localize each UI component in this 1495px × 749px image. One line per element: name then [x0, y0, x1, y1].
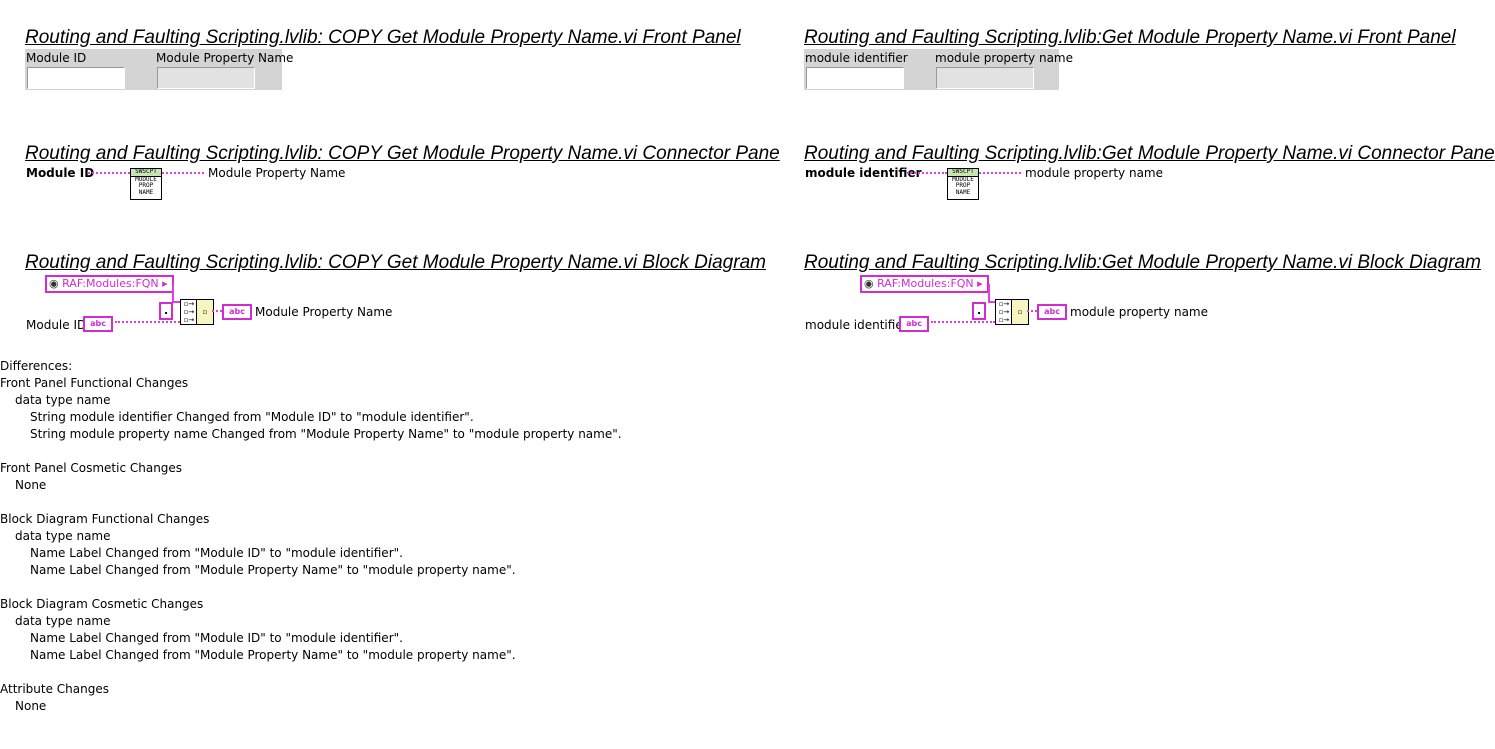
right-dot-constant: .	[972, 302, 987, 320]
differences-list: Differences: Front Panel Functional Chan…	[0, 358, 760, 715]
diff-line: Block Diagram Cosmetic Changes	[0, 597, 204, 611]
diff-line: None	[15, 478, 47, 492]
right-output-indicator: abc	[1037, 304, 1067, 320]
diff-line: data type name	[15, 529, 111, 543]
left-cp-output-wire	[162, 172, 204, 174]
diff-line: Differences:	[0, 359, 73, 373]
diff-line	[0, 494, 760, 511]
diff-line: Name Label Changed from "Module ID" to "…	[30, 546, 403, 560]
left-dot-constant: .	[159, 302, 174, 320]
right-cp-output-label: module property name	[1025, 166, 1163, 180]
right-cp-input-label: module identifier	[805, 166, 922, 180]
right-fp-output-label: module property name	[935, 51, 1073, 65]
left-bd-output-label: Module Property Name	[255, 305, 393, 319]
left-fqn-constant: ◉ RAF:Modules:FQN ▸	[45, 275, 174, 293]
diff-line: Attribute Changes	[0, 682, 109, 696]
right-fqn-constant: ◉ RAF:Modules:FQN ▸	[860, 275, 989, 293]
left-fp-output-label: Module Property Name	[156, 51, 294, 65]
right-fp-input-label: module identifier	[805, 51, 908, 65]
diff-line: Front Panel Functional Changes	[0, 376, 189, 390]
right-front-panel: module identifier module property name	[804, 49, 1073, 90]
right-connector-pane-title: Routing and Faulting Scripting.lvlib:Get…	[804, 143, 1495, 164]
left-front-panel: Module ID Module Property Name	[25, 49, 293, 90]
left-cp-input-wire	[88, 172, 130, 174]
right-front-panel-title: Routing and Faulting Scripting.lvlib:Get…	[804, 27, 1456, 48]
diff-line: String module property name Changed from…	[30, 427, 622, 441]
left-input-control: abc	[83, 316, 113, 332]
diff-line: Block Diagram Functional Changes	[0, 512, 210, 526]
right-format-node: ▫	[1011, 299, 1029, 325]
diff-line: None	[15, 699, 47, 713]
right-bd-output-label: module property name	[1070, 305, 1208, 319]
diff-line: Front Panel Cosmetic Changes	[0, 461, 183, 475]
right-block-diagram: ◉ RAF:Modules:FQN ▸ . ▫→▫→▫→ ▫ abc modul…	[804, 275, 1224, 335]
arrow-right-icon: ▸	[158, 277, 168, 290]
right-cp-output-wire	[979, 172, 1021, 174]
left-block-diagram-title: Routing and Faulting Scripting.lvlib: CO…	[25, 252, 766, 273]
right-module-identifier-input[interactable]	[806, 67, 904, 89]
left-block-diagram: ◉ RAF:Modules:FQN ▸ . ▫→▫→▫→ ▫ abc Modul…	[25, 275, 425, 335]
right-module-property-name-output	[936, 67, 1034, 89]
left-cp-output-label: Module Property Name	[208, 166, 346, 180]
globe-icon: ◉	[49, 277, 59, 290]
right-cp-input-wire	[907, 172, 947, 174]
right-bd-input-label: module identifier	[805, 318, 908, 332]
left-output-indicator: abc	[222, 304, 252, 320]
left-module-property-name-output	[157, 67, 255, 89]
right-block-diagram-title: Routing and Faulting Scripting.lvlib:Get…	[804, 252, 1481, 273]
right-input-control: abc	[899, 316, 929, 332]
diff-line: data type name	[15, 393, 111, 407]
left-connector-pane-title: Routing and Faulting Scripting.lvlib: CO…	[25, 143, 780, 164]
diff-line: Name Label Changed from "Module ID" to "…	[30, 631, 403, 645]
arrow-right-icon: ▸	[973, 277, 983, 290]
diff-line: Name Label Changed from "Module Property…	[30, 648, 516, 662]
left-fp-input-label: Module ID	[26, 51, 87, 65]
left-bd-input-label: Module ID	[26, 318, 87, 332]
diff-line: Name Label Changed from "Module Property…	[30, 563, 516, 577]
diff-line: data type name	[15, 614, 111, 628]
diff-line	[0, 443, 760, 460]
diff-line	[0, 579, 760, 596]
left-cp-input-label: Module ID	[26, 166, 95, 180]
left-module-id-input[interactable]	[27, 67, 125, 89]
left-format-node: ▫	[196, 299, 214, 325]
left-front-panel-title: Routing and Faulting Scripting.lvlib: CO…	[25, 27, 741, 48]
diff-line	[0, 664, 760, 681]
globe-icon: ◉	[864, 277, 874, 290]
diff-line: String module identifier Changed from "M…	[30, 410, 474, 424]
